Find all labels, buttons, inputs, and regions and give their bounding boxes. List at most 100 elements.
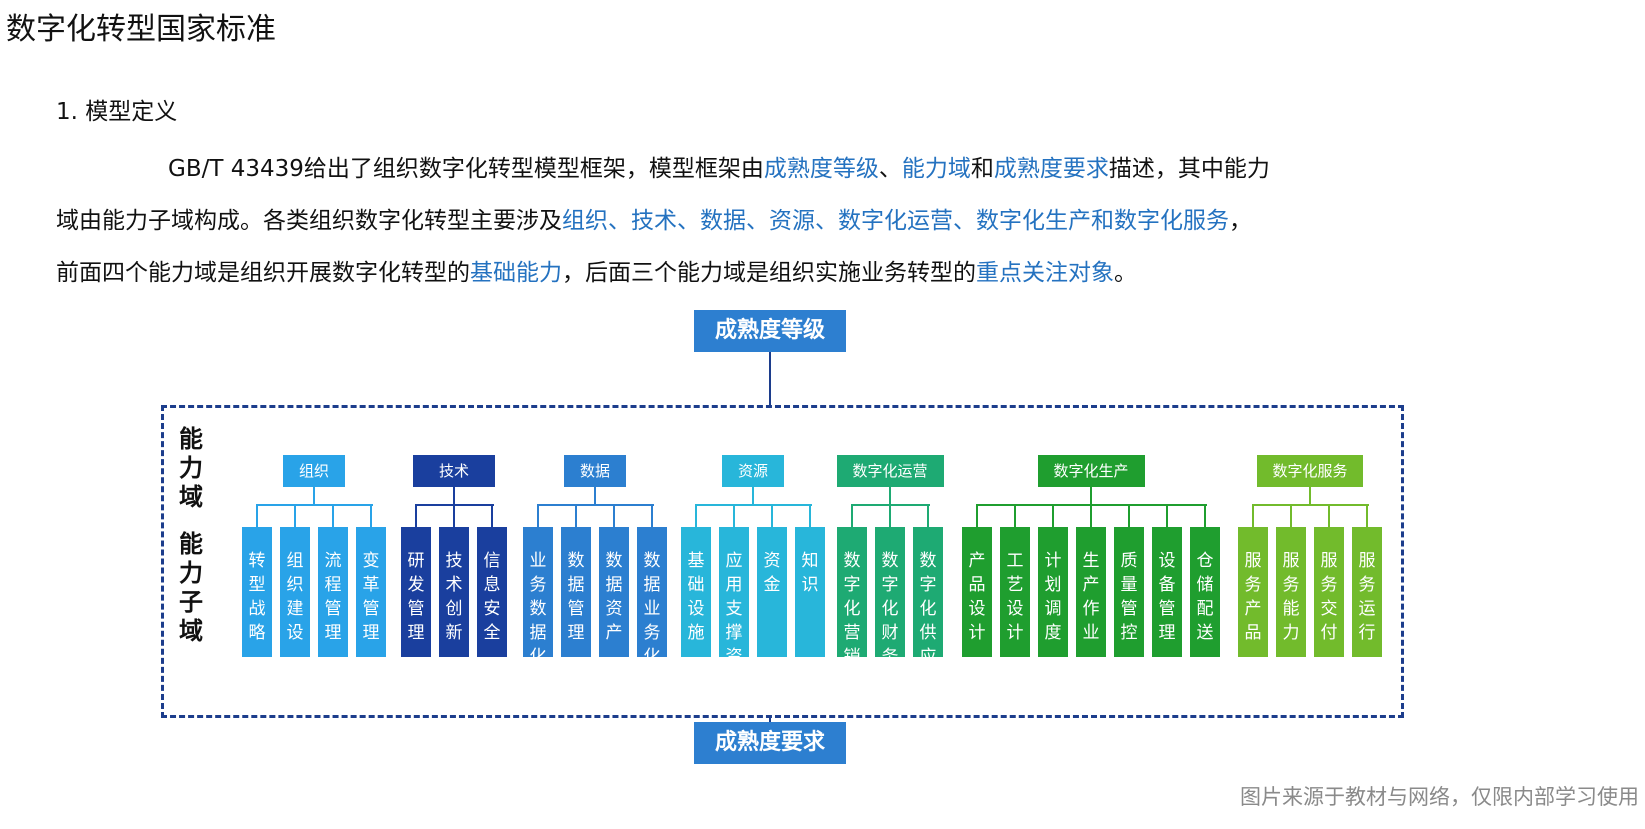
subdomain-connector	[927, 504, 929, 527]
highlight-maturity-level: 成熟度等级	[763, 156, 879, 182]
text-span: ，	[1229, 208, 1252, 234]
domain-branch-bar	[257, 504, 373, 506]
subdomain-connector	[537, 504, 539, 527]
subdomain-connector	[733, 504, 735, 527]
paragraph-line-3: 前面四个能力域是组织开展数字化转型的基础能力，后面三个能力域是组织实施业务转型的…	[56, 247, 1576, 299]
subdomain-box: 服务产品	[1238, 527, 1268, 657]
maturity-level-box: 成熟度等级	[694, 310, 846, 352]
domain-head-3: 资源	[722, 455, 784, 487]
subdomain-connector	[771, 504, 773, 527]
subdomain-box: 产品设计	[962, 527, 992, 657]
text-span: 域由能力子域构成。各类组织数字化转型主要涉及	[56, 208, 562, 234]
subdomain-box: 质量管控	[1114, 527, 1144, 657]
text-span: GB/T 43439给出了组织数字化转型模型框架，模型框架由	[168, 156, 764, 182]
subdomain-box: 知识	[795, 527, 825, 657]
subdomain-connector	[1052, 504, 1054, 527]
subdomain-box: 工艺设计	[1000, 527, 1030, 657]
domain-connector	[1090, 487, 1092, 504]
subdomain-connector	[415, 504, 417, 527]
side-label-capability-subdomain: 能力子域	[179, 530, 203, 645]
maturity-requirement-box: 成熟度要求	[694, 722, 846, 764]
subdomain-connector	[294, 504, 296, 527]
section-title: 1. 模型定义	[56, 99, 178, 125]
domain-connector	[752, 487, 754, 504]
subdomain-box: 计划调度	[1038, 527, 1068, 657]
subdomain-box: 数字化营销	[837, 527, 867, 667]
domain-connector	[594, 487, 596, 504]
subdomain-box: 数据资产	[599, 527, 629, 657]
subdomain-connector	[256, 504, 258, 527]
subdomain-box: 生产作业	[1076, 527, 1106, 657]
highlight-capability-domain: 能力域	[901, 156, 971, 182]
subdomain-box: 资金	[757, 527, 787, 657]
subdomain-box: 仓储配送	[1190, 527, 1220, 657]
subdomain-connector	[332, 504, 334, 527]
highlight-maturity-requirement: 成熟度要求	[993, 156, 1109, 182]
domain-connector	[453, 487, 455, 504]
subdomain-connector	[1090, 504, 1092, 527]
subdomain-box: 业务数据化	[523, 527, 553, 667]
subdomain-connector	[1204, 504, 1206, 527]
subdomain-box: 技术创新	[439, 527, 469, 657]
domain-head-4: 数字化运营	[836, 455, 944, 487]
subdomain-connector	[809, 504, 811, 527]
subdomain-box: 数据管理	[561, 527, 591, 657]
subdomain-connector	[889, 504, 891, 527]
subdomain-connector	[575, 504, 577, 527]
connector-top	[769, 352, 771, 407]
domain-connector	[889, 487, 891, 504]
subdomain-box: 应用支撑资源	[719, 527, 749, 691]
text-span: ，后面三个能力域是组织实施业务转型的	[562, 260, 976, 286]
domain-head-6: 数字化服务	[1257, 455, 1363, 487]
domain-branch-bar	[977, 504, 1207, 506]
subdomain-connector	[613, 504, 615, 527]
domain-head-1: 技术	[413, 455, 495, 487]
subdomain-box: 设备管理	[1152, 527, 1182, 657]
subdomain-box: 服务运行	[1352, 527, 1382, 657]
subdomain-box: 数字化财务	[875, 527, 905, 667]
text-span: 和	[970, 156, 994, 182]
domain-branch-bar	[1253, 504, 1369, 506]
side-label-capability-domain: 能力域	[179, 425, 203, 511]
domain-connector	[313, 487, 315, 504]
subdomain-box: 变革管理	[356, 527, 386, 657]
subdomain-box: 数字化供应链	[913, 527, 943, 691]
subdomain-connector	[1014, 504, 1016, 527]
subdomain-box: 基础设施	[681, 527, 711, 657]
subdomain-box: 服务能力	[1276, 527, 1306, 657]
subdomain-box: 服务交付	[1314, 527, 1344, 657]
subdomain-box: 流程管理	[318, 527, 348, 657]
domain-branch-bar	[416, 504, 494, 506]
subdomain-connector	[1290, 504, 1292, 527]
subdomain-connector	[851, 504, 853, 527]
paragraph-line-1: GB/T 43439给出了组织数字化转型模型框架，模型框架由成熟度等级、能力域和…	[56, 143, 1576, 195]
subdomain-connector	[1166, 504, 1168, 527]
domain-branch-bar	[538, 504, 654, 506]
subdomain-connector	[1328, 504, 1330, 527]
text-span: 。	[1114, 260, 1137, 286]
highlight-domains-list: 组织、技术、数据、资源、数字化运营、数字化生产和数字化服务	[562, 208, 1229, 234]
subdomain-box: 转型战略	[242, 527, 272, 657]
connector-bottom	[769, 718, 771, 722]
subdomain-box: 数据业务化	[637, 527, 667, 667]
subdomain-connector	[491, 504, 493, 527]
page-title: 数字化转型国家标准	[6, 12, 276, 47]
domain-branch-bar	[696, 504, 812, 506]
text-span: 描述，其中能力	[1108, 156, 1270, 182]
domain-head-5: 数字化生产	[1037, 455, 1145, 487]
subdomain-connector	[976, 504, 978, 527]
paragraph-line-2: 域由能力子域构成。各类组织数字化转型主要涉及组织、技术、数据、资源、数字化运营、…	[56, 195, 1576, 247]
text-span: 、	[878, 156, 902, 182]
subdomain-box: 信息安全	[477, 527, 507, 657]
domain-branch-bar	[852, 504, 930, 506]
domain-head-0: 组织	[283, 455, 345, 487]
subdomain-connector	[1366, 504, 1368, 527]
highlight-key-focus: 重点关注对象	[976, 260, 1114, 286]
subdomain-box: 组织建设	[280, 527, 310, 657]
description-paragraph: GB/T 43439给出了组织数字化转型模型框架，模型框架由成熟度等级、能力域和…	[56, 143, 1576, 299]
subdomain-connector	[1252, 504, 1254, 527]
subdomain-connector	[651, 504, 653, 527]
image-credit: 图片来源于教材与网络，仅限内部学习使用	[1240, 785, 1639, 809]
subdomain-connector	[1128, 504, 1130, 527]
capability-frame	[161, 405, 1404, 718]
